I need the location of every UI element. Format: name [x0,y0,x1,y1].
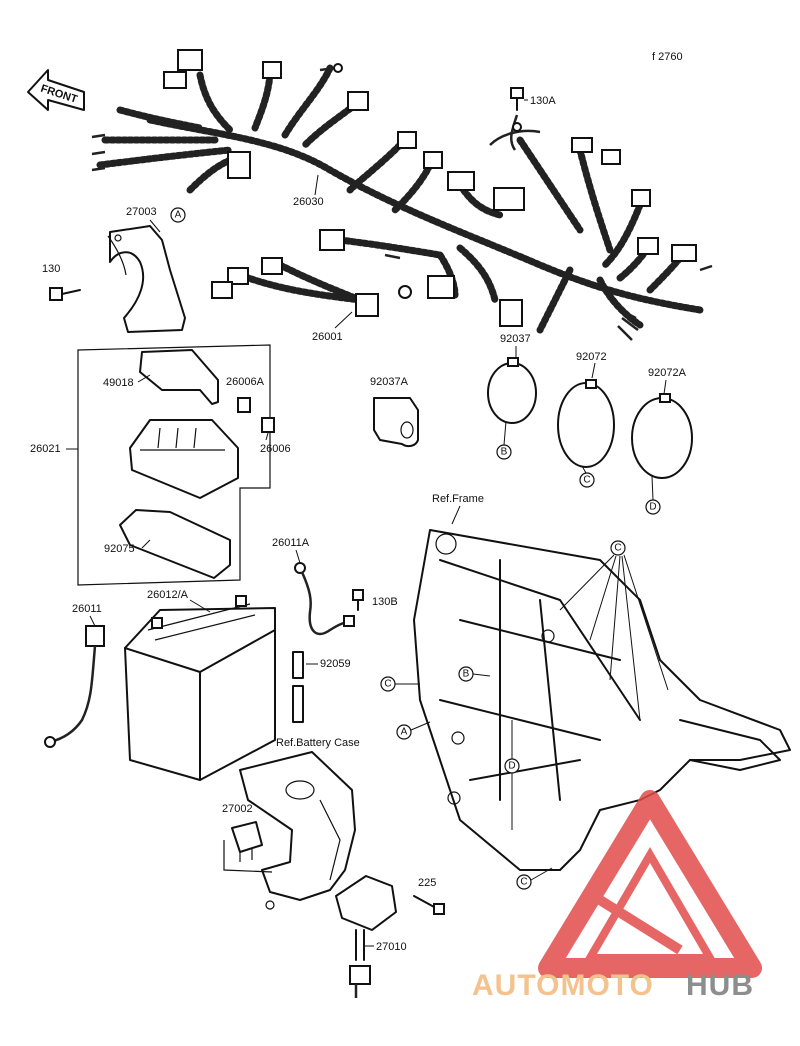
bolt-225 [413,895,445,915]
tube-92059 [292,651,304,723]
part-label-27002: 27002 [222,803,253,815]
battery-case-bracket [239,751,356,910]
front-direction-arrow: FRONT [27,69,85,111]
part-label-27003: 27003 [126,206,157,218]
part-label-49018: 49018 [103,377,134,389]
cable-26011a [294,562,355,636]
part-label-92072a: 92072A [648,367,687,379]
svg-text:D: D [508,761,515,772]
part-label-27010: 27010 [376,941,407,953]
callout-d-frame: D [504,758,520,774]
svg-text:C: C [520,877,527,888]
callout-a-frame: A [396,724,412,740]
part-label-130: 130 [42,263,60,275]
part-label-130a: 130A [530,95,556,107]
part-label-26012a: 26012/A [147,589,189,601]
strap-92072 [557,382,615,468]
strap-92037 [487,362,537,424]
svg-text:A: A [175,210,182,221]
callout-c-frame-left: C [380,676,396,692]
relay-27002 [231,821,263,862]
battery-26012a [124,595,276,781]
callout-c-strap: C [579,472,595,488]
callout-b-frame: B [458,666,474,682]
fuse-tray-92075 [119,509,231,579]
ref-battery-case-label: Ref.Battery Case [276,737,360,749]
svg-text:C: C [384,679,391,690]
svg-text:B: B [501,447,508,458]
callout-c-frame-bottom: C [516,874,532,890]
callout-c-frame-top: C [610,540,626,556]
svg-text:C: C [614,543,621,554]
part-label-92037: 92037 [500,333,531,345]
starter-relay-27010 [335,875,397,998]
strap-92072a [631,397,693,479]
callout-d-strap: D [645,499,661,515]
part-label-225: 225 [418,877,436,889]
fuse-26006 [261,417,275,433]
svg-text:A: A [401,727,408,738]
fuse-box [129,419,239,499]
figure-code: f 2760 [652,51,683,63]
watermark-brand-part1: AUTOMOTO [472,969,654,1002]
part-label-26011: 26011 [72,603,102,615]
part-label-26001: 26001 [312,331,343,343]
bolt-130b [352,589,364,611]
part-label-26021: 26021 [30,443,61,455]
part-label-92059: 92059 [320,658,351,670]
svg-text:D: D [649,502,656,513]
part-label-26030: 26030 [293,196,324,208]
cable-26011 [44,625,105,748]
watermark-brand-part2: HUB [686,969,754,1002]
part-label-130b: 130B [372,596,398,608]
callout-a-horn: A [170,207,186,223]
clamp-92037a [373,397,419,448]
part-label-92075: 92075 [104,543,135,555]
bolt-130 [49,287,81,301]
fuse-26006a [237,397,251,413]
fuse-cover-49018 [139,349,219,405]
callout-b-strap: B [496,444,512,460]
part-label-26006: 26006 [260,443,291,455]
fuse-box-group [77,344,275,586]
main-wiring-harness [91,49,713,341]
part-label-92037a: 92037A [370,376,409,388]
part-label-92072: 92072 [576,351,607,363]
part-label-26006a: 26006A [226,376,265,388]
part-label-26011a: 26011A [272,537,310,549]
watermark-logo [538,790,762,978]
horn-27003 [107,225,186,333]
bolt-130a [509,87,524,151]
motorcycle-frame [413,529,791,871]
svg-text:B: B [463,669,470,680]
ref-frame-label: Ref.Frame [432,493,484,505]
svg-text:C: C [583,475,590,486]
